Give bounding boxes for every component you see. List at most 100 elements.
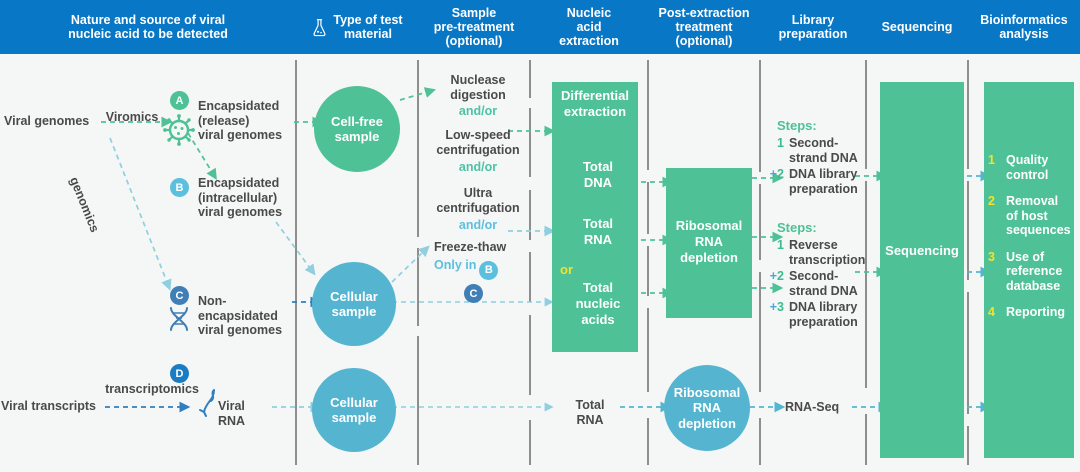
column-divider-2c (417, 336, 419, 465)
column-divider-2b (417, 248, 419, 326)
column-divider-6 (865, 60, 867, 169)
badge-c: C (170, 286, 189, 305)
library-step-num: 1 (777, 238, 784, 252)
column-divider-3c (529, 190, 531, 240)
column-divider-7 (967, 60, 969, 169)
library-step-num: +2 (769, 167, 784, 181)
badge-a: A (170, 91, 189, 110)
rna-icon (199, 389, 215, 417)
column-divider-3d (529, 252, 531, 302)
sequencing-label: Sequencing (885, 243, 959, 258)
library-step: 1 Second-strand DNA (764, 136, 864, 165)
column-divider-2 (417, 60, 419, 237)
label-route-transcriptomics: transcriptomics (105, 382, 199, 396)
badge-d: D (170, 364, 189, 383)
column-divider-5d (759, 418, 761, 465)
library-step-text: Second-strand DNA (789, 136, 858, 165)
library-step-num: +2 (769, 269, 784, 283)
entry-label-a: Encapsidated(release)viral genomes (198, 99, 283, 142)
bioinformatics-box (984, 82, 1074, 458)
flask-icon (313, 18, 326, 36)
library-rna-seq: RNA-Seq (785, 400, 840, 414)
column-divider-5b (759, 184, 761, 260)
column-divider-4c (647, 246, 649, 296)
pretreat-connector-1: and/or (458, 104, 498, 118)
column-divider-3 (529, 60, 531, 98)
bio-step-num: 1 (988, 153, 995, 167)
extraction-or: or (560, 262, 573, 277)
sequencing-box (880, 82, 964, 458)
virus-icon (163, 114, 195, 146)
column-divider-5 (759, 60, 761, 172)
column-divider-3e (529, 315, 531, 395)
column-divider-6c (865, 414, 867, 465)
column-divider-4 (647, 60, 649, 170)
badge-b-inline: B (479, 260, 499, 280)
dna-icon (170, 307, 188, 331)
library-step: +2 Second-strand DNA (764, 269, 868, 298)
bio-step: 4 Reporting (988, 305, 1076, 320)
label-viral-transcripts: Viral transcripts (1, 399, 96, 413)
bio-step-text: Reporting (1006, 305, 1066, 319)
badge-c-passthrough: C (464, 284, 483, 303)
column-divider-4b (647, 182, 649, 234)
column-divider-7d (967, 426, 969, 465)
entry-label-b: Encapsidated(intracellular)viral genomes (198, 176, 283, 219)
column-divider-5c (759, 272, 761, 392)
column-divider-6b (865, 181, 867, 388)
column-divider-7c (967, 292, 969, 414)
column-divider-4e (647, 418, 649, 465)
header-label-sequencing: Sequencing (881, 20, 953, 34)
header-col-sequencing: Sequencing (866, 0, 968, 54)
library-step-text: Second-strand DNA (789, 269, 858, 298)
bio-step-num: 2 (988, 194, 995, 208)
column-divider-3f (529, 420, 531, 465)
badge-b: B (170, 178, 189, 197)
library-step-num: +3 (769, 300, 784, 314)
column-divider-4d (647, 308, 649, 392)
library-group1-header: Steps: (777, 118, 817, 133)
label-viral-rna: Viral RNA (218, 399, 246, 428)
label-viral-genomes: Viral genomes (4, 114, 90, 128)
